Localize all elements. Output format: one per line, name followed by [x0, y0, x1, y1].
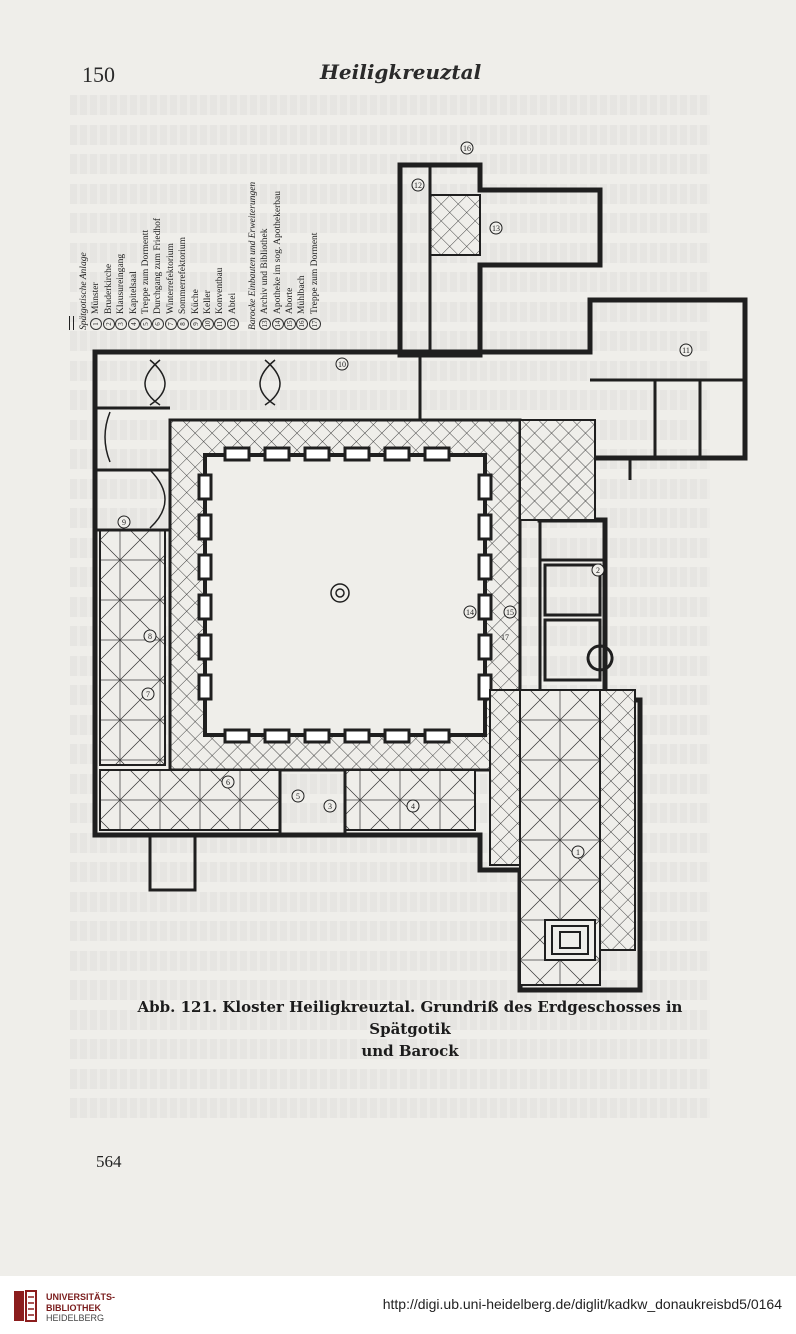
room-label-4: 4 [406, 799, 420, 813]
svg-text:6: 6 [226, 778, 230, 787]
legend-item: 17Treppe zum Dorment [308, 90, 321, 330]
scanned-page: 150 Heiligkreuztal [0, 0, 796, 1276]
legend-item: 2Bruderkirche [102, 90, 115, 330]
room-label-3: 3 [323, 799, 337, 813]
legend-group-baroque: Barocke Einbauten und Erweiterungen [248, 181, 259, 330]
room-label-15: 15 [503, 605, 517, 619]
svg-text:2: 2 [596, 566, 600, 575]
svg-text:15: 15 [506, 608, 514, 617]
room-label-2: 2 [591, 563, 605, 577]
legend-item: 12Abtei [226, 90, 239, 330]
room-label-16: 16 [460, 141, 474, 155]
svg-text:4: 4 [411, 802, 415, 811]
svg-text:12: 12 [414, 181, 422, 190]
outer-walls [92, 162, 748, 993]
room-label-14: 14 [463, 605, 477, 619]
room-label-11: 11 [679, 343, 693, 357]
floor-plan: 1 2 3 4 5 6 7 8 9 10 11 12 13 14 15 16 1… [92, 141, 748, 993]
page-number: 150 [82, 62, 115, 87]
plan-legend: Spätgotische Anlage 1Münster 2Bruderkirc… [66, 90, 321, 330]
university-library-logo-icon[interactable] [10, 1289, 40, 1323]
svg-text:1: 1 [576, 848, 580, 857]
room-label-5: 5 [291, 789, 305, 803]
room-label-17: 17 [501, 633, 509, 642]
legend-item: 3Klausureingang [115, 90, 128, 330]
legend-item: 8Sommerrefektorium [177, 90, 190, 330]
vaulted-rooms [99, 194, 636, 986]
legend-item: 5Treppe zum Dormentt [139, 90, 152, 330]
room-label-1: 1 [571, 845, 585, 859]
legend-item: 10Keller [201, 90, 214, 330]
svg-text:17: 17 [501, 633, 509, 642]
room-label-7: 7 [141, 687, 155, 701]
svg-text:11: 11 [682, 346, 690, 355]
cloister-walk [168, 418, 522, 772]
svg-text:13: 13 [492, 224, 500, 233]
legend-item: 15Aborte [284, 90, 297, 330]
room-label-6: 6 [221, 775, 235, 789]
legend-item: 11Konventbau [214, 90, 227, 330]
legend-item: 4Kapitelsaal [127, 90, 140, 330]
svg-text:8: 8 [148, 632, 152, 641]
legend-item: 6Durchgang zum Friedhof [152, 90, 165, 330]
svg-text:3: 3 [328, 802, 332, 811]
viewer-footer: UNIVERSITÄTS- BIBLIOTHEK HEIDELBERG http… [0, 1276, 796, 1334]
legend-line-symbol [66, 90, 78, 330]
permalink-url[interactable]: http://digi.ub.uni-heidelberg.de/diglit/… [382, 1296, 782, 1312]
room-label-12: 12 [411, 178, 425, 192]
figure-caption: Abb. 121. Kloster Heiligkreuztal. Grundr… [130, 996, 690, 1062]
library-name[interactable]: UNIVERSITÄTS- BIBLIOTHEK HEIDELBERG [46, 1292, 116, 1323]
plan-room-numbers: 1 2 3 4 5 6 7 8 9 10 11 12 13 14 15 16 1… [117, 141, 693, 859]
legend-item: 9Küche [189, 90, 202, 330]
room-label-8: 8 [143, 629, 157, 643]
svg-text:7: 7 [146, 690, 150, 699]
folio-number: 564 [96, 1152, 122, 1171]
room-label-9: 9 [117, 515, 131, 529]
svg-text:9: 9 [122, 518, 126, 527]
legend-group-late-gothic: Spätgotische Anlage [79, 252, 90, 330]
running-title: Heiligkreuztal [320, 60, 482, 84]
legend-item: 1Münster [90, 90, 103, 330]
legend-item: 7Winterrefektorium [164, 90, 177, 330]
legend-item: 16Mühlbach [296, 90, 309, 330]
svg-text:5: 5 [296, 792, 300, 801]
svg-text:14: 14 [466, 608, 474, 617]
refectory-arches [104, 359, 281, 529]
svg-text:10: 10 [338, 360, 346, 369]
caption-line-2: und Barock [361, 1042, 459, 1060]
svg-text:16: 16 [463, 144, 471, 153]
room-label-10: 10 [335, 357, 349, 371]
legend-item: 13Archiv und Bibliothek [259, 90, 272, 330]
caption-line-1: Abb. 121. Kloster Heiligkreuztal. Grundr… [137, 998, 683, 1038]
room-label-13: 13 [489, 221, 503, 235]
interior-walls [95, 165, 745, 892]
legend-item: 14Apotheke im sog. Apothekerbau [271, 90, 284, 330]
